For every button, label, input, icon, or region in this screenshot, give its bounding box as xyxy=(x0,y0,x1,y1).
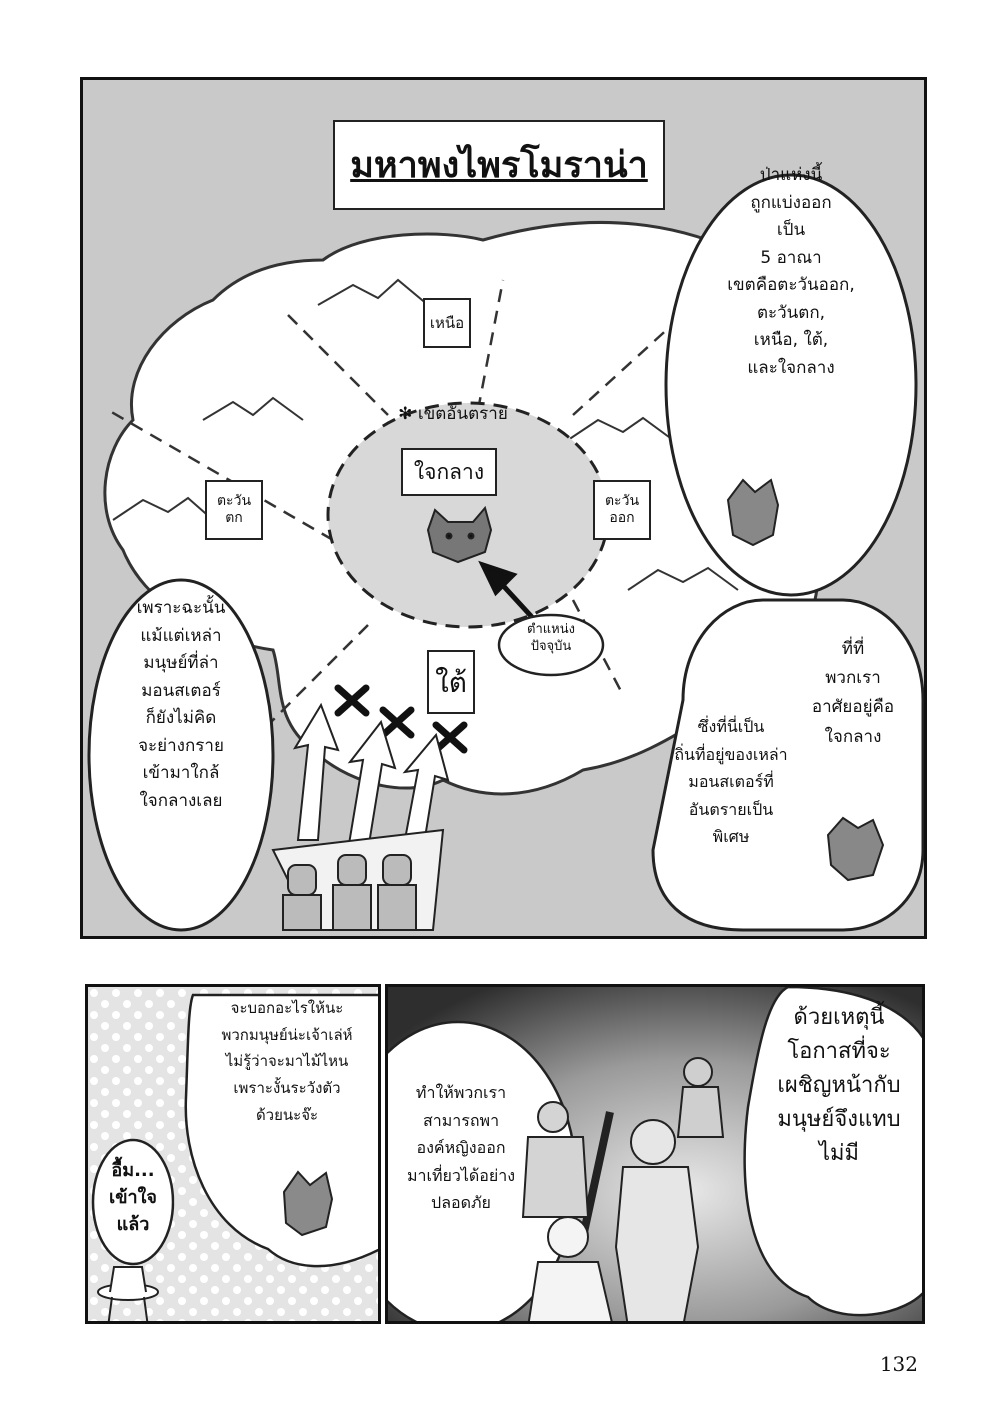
mage-character xyxy=(521,1101,590,1218)
wolf-head-icon xyxy=(426,505,493,564)
wolf-face-icon xyxy=(282,1170,334,1237)
map-title: มหาพงไพรโมราน่า xyxy=(333,120,665,210)
position-label-shape xyxy=(497,613,605,677)
bottom-left-panel: จะบอกอะไรให้นะ พวกมนุษย์น่ะเจ้าเล่ห์ ไม่… xyxy=(85,984,381,1324)
region-center-label: ใจกลาง xyxy=(401,448,497,496)
bubble-top-right-text: ป่าแห่งนี้ ถูกแบ่งออก เป็น 5 อาณา เขตคือ… xyxy=(727,165,855,378)
forest-map-drawing xyxy=(87,173,924,932)
bubble-right-a-text: ที่ที่ พวกเรา อาศัยอยู่คือ ใจกลาง xyxy=(811,639,895,747)
bubble-top-right-shape xyxy=(664,173,918,597)
bubble-right-b-text: ซึ่งที่นี่เป็น ถิ่นที่อยู่ของเหล่า มอนสเ… xyxy=(674,717,788,847)
bubble-girl-shape xyxy=(91,1138,175,1266)
knight-arrows xyxy=(292,702,450,851)
knights-group xyxy=(271,828,445,931)
bubble-wolf-text: จะบอกอะไรให้นะ พวกมนุษย์น่ะเจ้าเล่ห์ ไม่… xyxy=(221,999,353,1124)
page-number: 132 xyxy=(879,1352,918,1376)
bubble-right-shape xyxy=(743,987,922,1317)
party-scene-drawing xyxy=(388,987,922,1321)
bubble-girl-text: อื้ม... เข้าใจ แล้ว xyxy=(109,1160,157,1235)
priestess-character xyxy=(527,1216,613,1321)
region-west-label: ตะวัน ตก xyxy=(205,480,263,540)
region-east-label: ตะวัน ออก xyxy=(593,480,651,540)
danger-zone-label: ✻ เขตอันตราย xyxy=(398,404,508,424)
region-north-label: เหนือ xyxy=(423,298,471,348)
cross-marks xyxy=(334,684,468,754)
girl-character xyxy=(676,1057,725,1138)
wolf-face-icon xyxy=(726,478,885,882)
bubble-center-text: ทำให้พวกเรา สามารถพา องค์หญิงออก มาเที่ย… xyxy=(406,1083,516,1213)
bubble-right-text: ด้วยเหตุนี้ โอกาสที่จะ เผชิญหน้ากับ มนุษ… xyxy=(777,1005,901,1167)
map-panel: มหาพงไพรโมราน่า เหนือ ✻ เขตอันตราย ใจกลา… xyxy=(80,77,927,939)
region-south-label: ใต้ xyxy=(427,650,475,714)
bubble-left-text: เพราะฉะนั้น แม้แต่เหล่า มนุษย์ที่ล่า มอน… xyxy=(136,598,226,811)
girl-with-hat-icon xyxy=(97,1266,159,1321)
polka-dot-background xyxy=(88,987,378,1321)
bubble-left-shape xyxy=(87,578,275,932)
bottom-right-panel: ทำให้พวกเรา สามารถพา องค์หญิงออก มาเที่ย… xyxy=(385,984,925,1324)
center-zone xyxy=(326,401,610,629)
mountains xyxy=(112,278,739,591)
current-position-label: ตำแหน่ง ปัจจุบัน xyxy=(527,622,575,654)
